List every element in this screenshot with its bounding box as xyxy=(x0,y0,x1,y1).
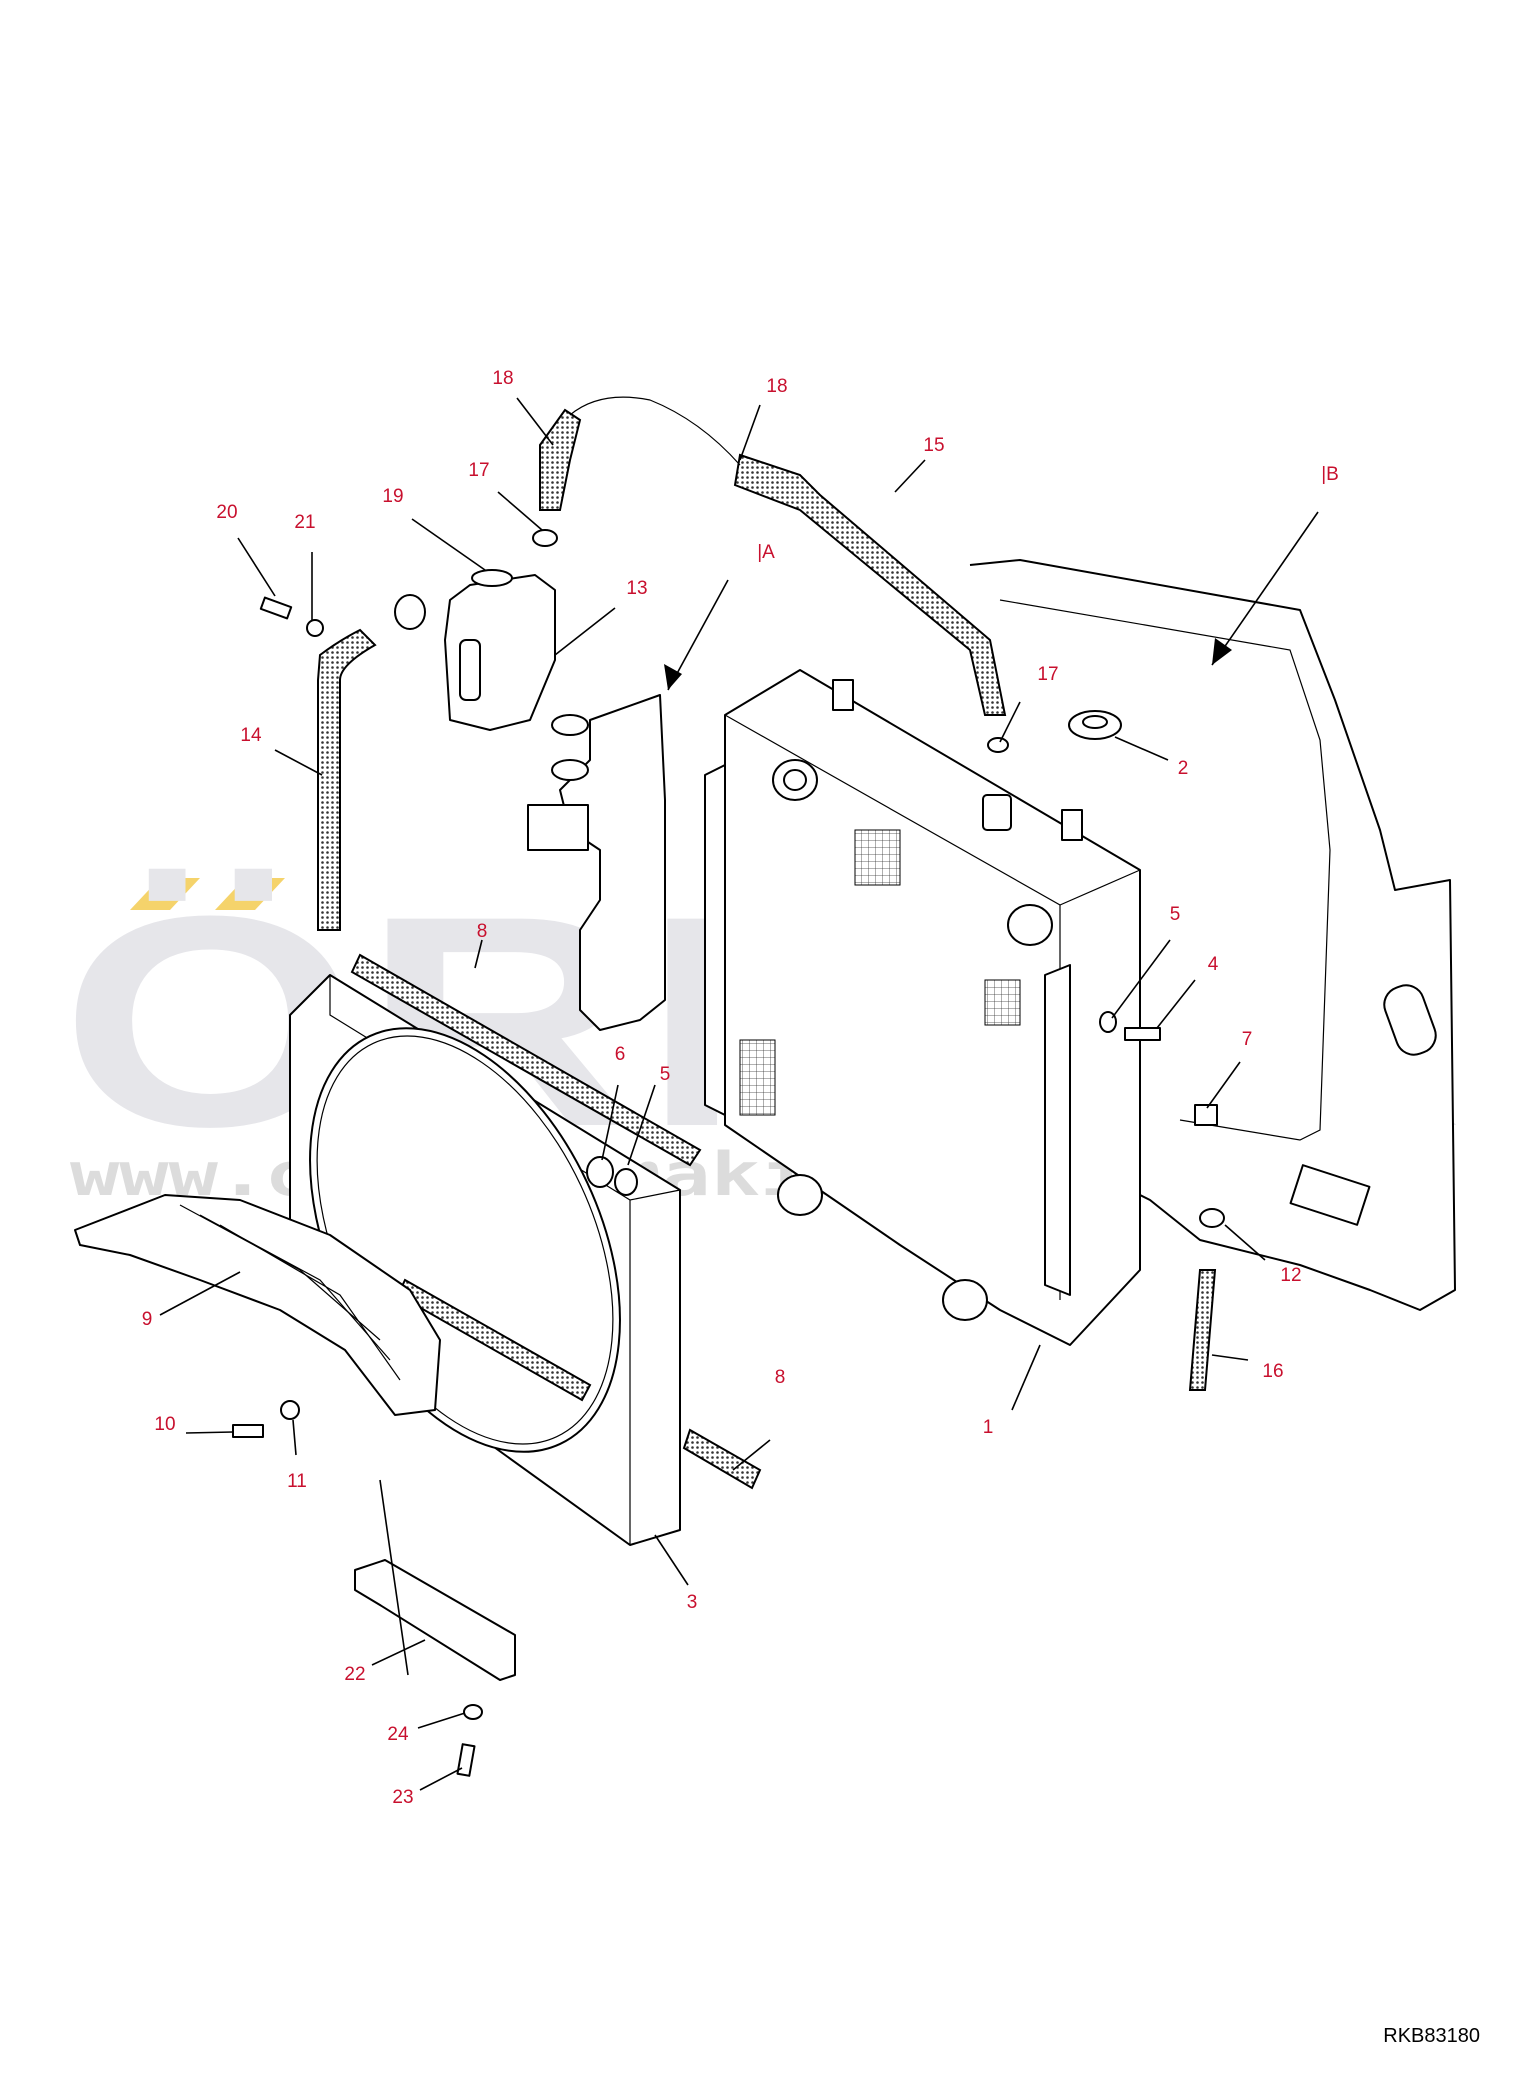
bolt-23 xyxy=(456,1743,476,1777)
callouts: 1 2 3 4 5 5 6 7 8 8 9 10 11 12 13 14 15 … xyxy=(142,368,1339,1808)
view-arrow-a xyxy=(664,579,729,691)
callout-3: 3 xyxy=(687,1592,698,1613)
callout-20: 20 xyxy=(216,502,237,523)
washer-21 xyxy=(306,619,324,637)
watermark-accent-right xyxy=(215,878,285,910)
callout-19: 19 xyxy=(382,486,403,507)
callout-1: 1 xyxy=(983,1417,994,1438)
clamp-17-upper xyxy=(532,529,558,547)
leader-lines xyxy=(159,397,1266,1791)
expansion-tank xyxy=(444,569,556,731)
watermark-accent-left xyxy=(130,878,200,910)
view-arrow-b xyxy=(1211,511,1319,666)
callout-8-top: 8 xyxy=(477,921,488,942)
clamp-17-lower xyxy=(987,737,1009,753)
radiator-cap-top xyxy=(1082,715,1108,729)
callout-5-left: 5 xyxy=(660,1064,671,1085)
callout-18-left: 18 xyxy=(492,368,513,389)
callout-15: 15 xyxy=(923,435,944,456)
drawing-code: RKB83180 xyxy=(1383,2025,1480,2047)
hose-16 xyxy=(1188,1269,1217,1391)
clamp-12 xyxy=(1199,1208,1225,1228)
bushing-6 xyxy=(586,1156,614,1188)
fan-guard xyxy=(74,1194,441,1416)
callout-2: 2 xyxy=(1178,758,1189,779)
callout-17-lower: 17 xyxy=(1037,664,1058,685)
drain-valve-7 xyxy=(1194,1104,1218,1126)
callout-5-right: 5 xyxy=(1170,904,1181,925)
hose-18 xyxy=(539,408,582,511)
foam-strip-side xyxy=(682,1428,762,1490)
callout-23: 23 xyxy=(392,1787,413,1808)
callout-11: 11 xyxy=(287,1471,307,1492)
overflow-line xyxy=(569,396,741,466)
callout-6: 6 xyxy=(615,1044,626,1065)
callout-12: 12 xyxy=(1280,1265,1301,1286)
callout-21: 21 xyxy=(294,512,315,533)
callout-18-right: 18 xyxy=(766,376,787,397)
washer-5-left xyxy=(614,1168,638,1196)
callout-7: 7 xyxy=(1242,1029,1253,1050)
callout-14: 14 xyxy=(240,725,262,746)
callout-8-right: 8 xyxy=(775,1367,786,1388)
callout-16: 16 xyxy=(1262,1361,1283,1382)
washer-11 xyxy=(280,1400,300,1420)
callout-4: 4 xyxy=(1208,954,1219,975)
foam-strip-top xyxy=(350,953,702,1167)
hose-15 xyxy=(733,453,1007,716)
callout-24: 24 xyxy=(387,1724,409,1745)
tank-bracket xyxy=(527,694,666,1031)
radiator xyxy=(704,669,1141,1346)
bolt-4 xyxy=(1124,1027,1161,1041)
washer-24 xyxy=(463,1704,483,1720)
callout-10: 10 xyxy=(154,1414,175,1435)
view-label-b: |B xyxy=(1321,464,1339,485)
view-label-a: |A xyxy=(757,542,775,563)
clamp-19 xyxy=(394,594,426,630)
callout-17-upper: 17 xyxy=(468,460,489,481)
callout-22: 22 xyxy=(344,1664,365,1685)
bolt-20 xyxy=(259,596,293,620)
callout-13: 13 xyxy=(626,578,647,599)
callout-9: 9 xyxy=(142,1309,153,1330)
bolt-10 xyxy=(232,1424,264,1438)
hose-14 xyxy=(317,628,377,931)
